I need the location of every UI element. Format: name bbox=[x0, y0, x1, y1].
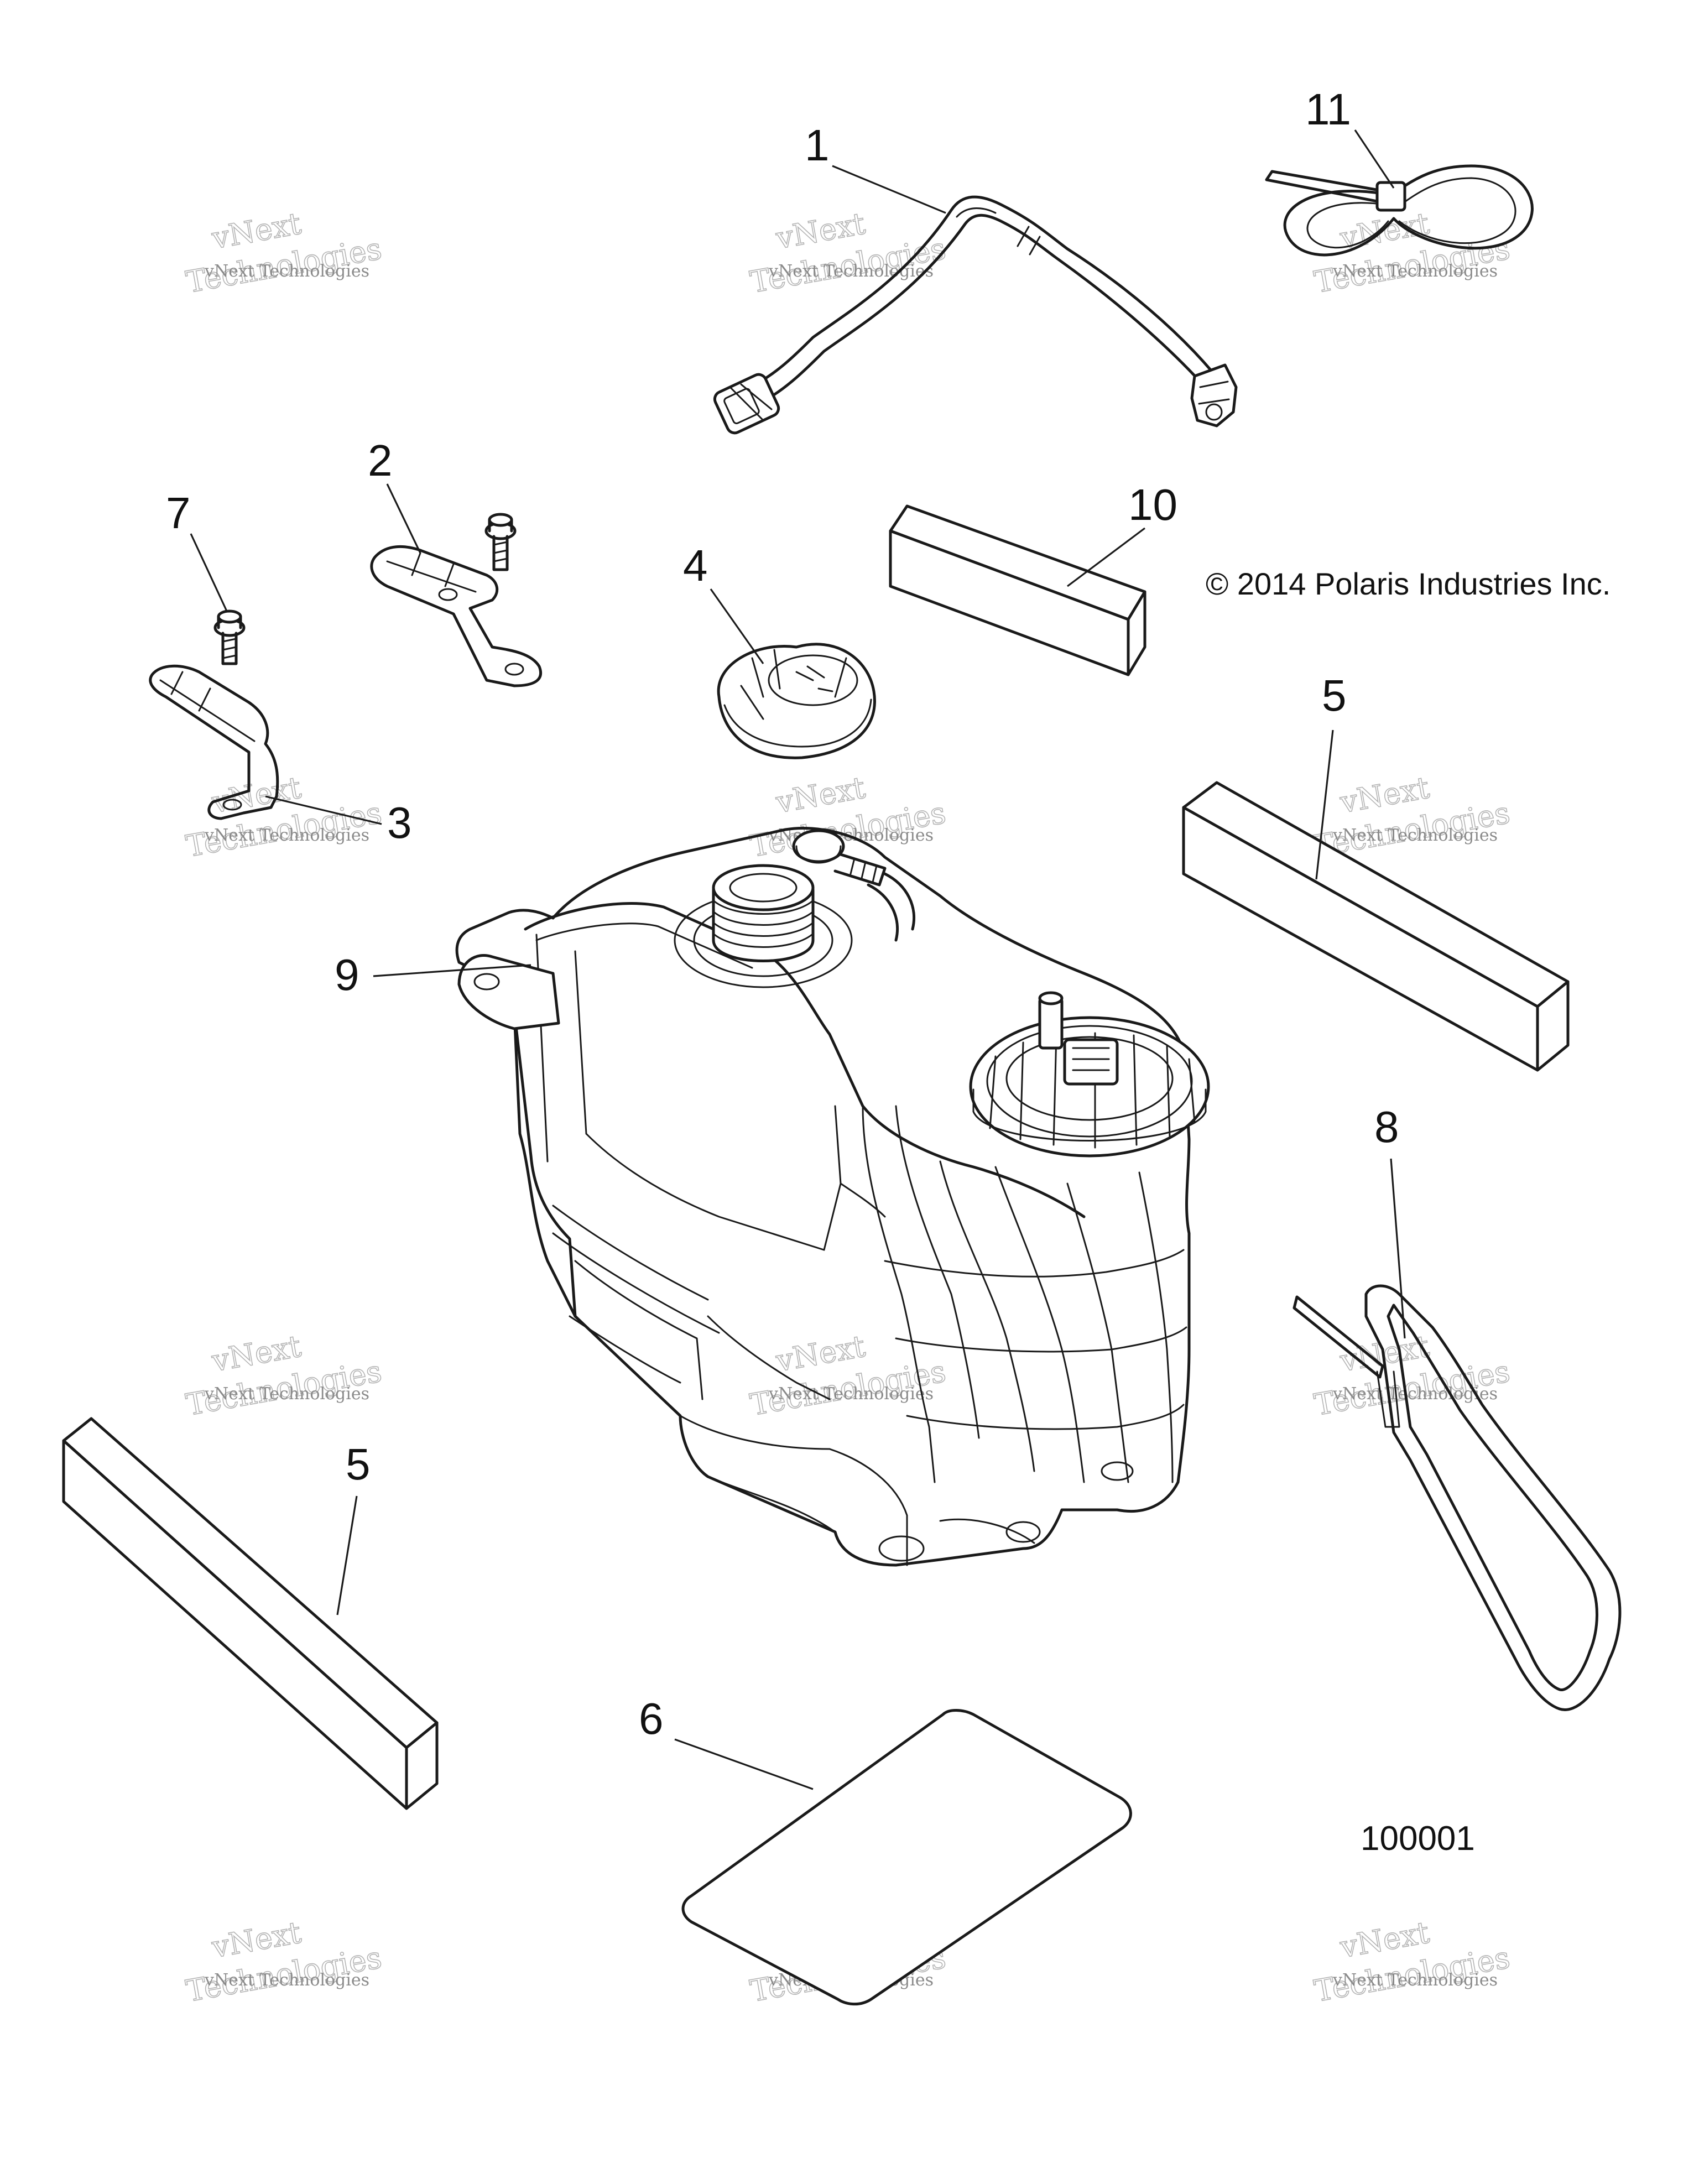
part-2-bracket bbox=[370, 545, 543, 687]
leader-line-4 bbox=[710, 588, 764, 664]
callout-7: 7 bbox=[166, 488, 191, 538]
part-5-foam-strip-left bbox=[62, 1417, 439, 1810]
callout-5-left: 5 bbox=[346, 1440, 371, 1489]
part-11-cable-tie bbox=[1265, 164, 1534, 257]
watermark-small: vNext Technologies bbox=[204, 262, 369, 281]
bolt-upper bbox=[484, 513, 517, 571]
watermark-small: vNext Technologies bbox=[204, 1384, 369, 1404]
watermark-small: vNext Technologies bbox=[768, 262, 934, 281]
tank-vent-fitting bbox=[792, 829, 916, 942]
leader-line-2 bbox=[386, 483, 421, 554]
leader-line-6 bbox=[674, 1738, 814, 1790]
part-6-pad bbox=[681, 1709, 1132, 2006]
leader-line-5-left bbox=[336, 1495, 358, 1615]
callout-9: 9 bbox=[335, 950, 359, 999]
callout-11: 11 bbox=[1305, 85, 1351, 134]
tank-fuel-pump-ring bbox=[969, 991, 1210, 1158]
part-8-vent-hose bbox=[1293, 1284, 1622, 1711]
callout-10: 10 bbox=[1128, 480, 1177, 529]
watermark-small: vNext Technologies bbox=[768, 1384, 934, 1404]
watermark-small: vNext Technologies bbox=[1332, 1384, 1498, 1404]
callout-8: 8 bbox=[1374, 1102, 1399, 1151]
watermark-small: vNext Technologies bbox=[1332, 1971, 1498, 1990]
leader-line-10 bbox=[1067, 527, 1145, 587]
leader-line-5-right bbox=[1315, 729, 1334, 880]
tank-filler-neck bbox=[674, 864, 853, 988]
callout-3: 3 bbox=[387, 798, 412, 847]
callout-6: 6 bbox=[639, 1694, 664, 1743]
watermark-small: vNext Technologies bbox=[204, 1971, 369, 1990]
watermark-small: vNext Technologies bbox=[1332, 262, 1498, 281]
part-4-fuel-cap bbox=[717, 643, 876, 759]
leader-line-3 bbox=[265, 795, 382, 825]
figure-number: 100001 bbox=[1361, 1820, 1475, 1858]
watermark-small: vNext Technologies bbox=[1332, 826, 1498, 845]
callout-5-right: 5 bbox=[1322, 671, 1347, 720]
part-7-bolt bbox=[213, 609, 246, 665]
part-9-fuel-tank bbox=[455, 827, 1210, 1567]
watermark-small: vNext Technologies bbox=[204, 826, 369, 845]
callout-2: 2 bbox=[368, 436, 393, 485]
leader-line-11 bbox=[1354, 129, 1395, 189]
leader-line-9 bbox=[373, 964, 531, 977]
part-1-fuel-hose bbox=[713, 195, 1238, 435]
hose-connector-left bbox=[713, 373, 780, 435]
part-3-bracket bbox=[149, 664, 279, 820]
leader-line-7 bbox=[190, 533, 228, 612]
callout-4: 4 bbox=[683, 541, 708, 590]
hose-connector-right bbox=[1190, 363, 1238, 428]
leader-line-1 bbox=[832, 165, 946, 214]
leader-line-8 bbox=[1390, 1158, 1406, 1339]
callout-1: 1 bbox=[805, 121, 830, 170]
part-10-foam-block bbox=[889, 504, 1146, 676]
part-5-foam-strip-right bbox=[1182, 781, 1570, 1072]
copyright-text: © 2014 Polaris Industries Inc. bbox=[1206, 566, 1611, 601]
